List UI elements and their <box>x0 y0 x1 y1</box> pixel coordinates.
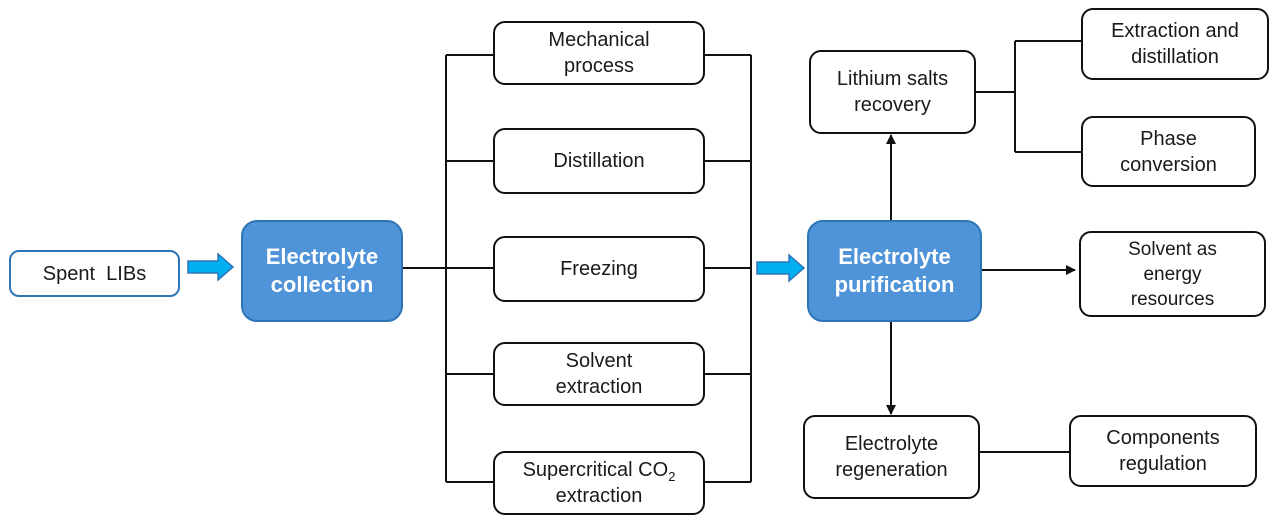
node-label: Solvent as <box>1128 238 1217 260</box>
node-label: recovery <box>854 94 931 116</box>
node-label: resources <box>1130 288 1215 310</box>
node-label: Mechanical <box>548 29 650 51</box>
node-label: Electrolyte <box>838 244 951 269</box>
node-spent-libs: Spent LIBs <box>9 250 180 297</box>
node-lithium-salts-recovery: Lithium salts recovery <box>809 50 976 134</box>
node-distillation: Distillation <box>493 128 705 194</box>
node-label: collection <box>270 272 374 297</box>
node-mechanical-process: Mechanical process <box>493 21 705 85</box>
co2-subscript: 2 <box>668 469 676 484</box>
node-electrolyte-collection: Electrolyte collection <box>241 220 403 322</box>
node-label: Supercritical CO2 <box>523 457 676 483</box>
node-supercritical-co2-extraction: Supercritical CO2 extraction <box>493 451 705 515</box>
node-label: distillation <box>1131 46 1219 68</box>
node-label: extraction <box>555 485 643 507</box>
block-arrow-to-collection <box>187 252 235 282</box>
node-label: Solvent <box>565 350 633 372</box>
node-solvent-as-energy-resources: Solvent as energy resources <box>1079 231 1266 317</box>
node-label: Extraction and <box>1111 20 1239 42</box>
node-label: process <box>563 55 635 77</box>
block-arrow-to-purification <box>756 253 806 283</box>
node-label: Electrolyte <box>844 433 939 455</box>
node-label: conversion <box>1120 153 1217 176</box>
node-freezing: Freezing <box>493 236 705 302</box>
node-electrolyte-purification: Electrolyte purification <box>807 220 982 322</box>
node-label: energy <box>1143 263 1202 285</box>
node-components-regulation: Components regulation <box>1069 415 1257 487</box>
node-label: Distillation <box>553 150 645 172</box>
node-label: extraction <box>555 376 643 398</box>
node-label: purification <box>834 272 955 297</box>
node-label: Components <box>1106 427 1220 449</box>
node-label: Phase <box>1140 127 1197 150</box>
node-label-main: Supercritical CO <box>522 459 669 481</box>
node-label: Spent LIBs <box>42 262 147 285</box>
node-label: Lithium salts <box>836 68 949 90</box>
node-phase-conversion: Phase conversion <box>1081 116 1256 187</box>
node-solvent-extraction: Solvent extraction <box>493 342 705 406</box>
node-label: regulation <box>1119 453 1207 475</box>
node-label: Electrolyte <box>265 244 379 269</box>
node-label: regeneration <box>835 459 948 481</box>
node-extraction-and-distillation: Extraction and distillation <box>1081 8 1269 80</box>
node-label: Freezing <box>560 258 638 280</box>
node-electrolyte-regeneration: Electrolyte regeneration <box>803 415 980 499</box>
